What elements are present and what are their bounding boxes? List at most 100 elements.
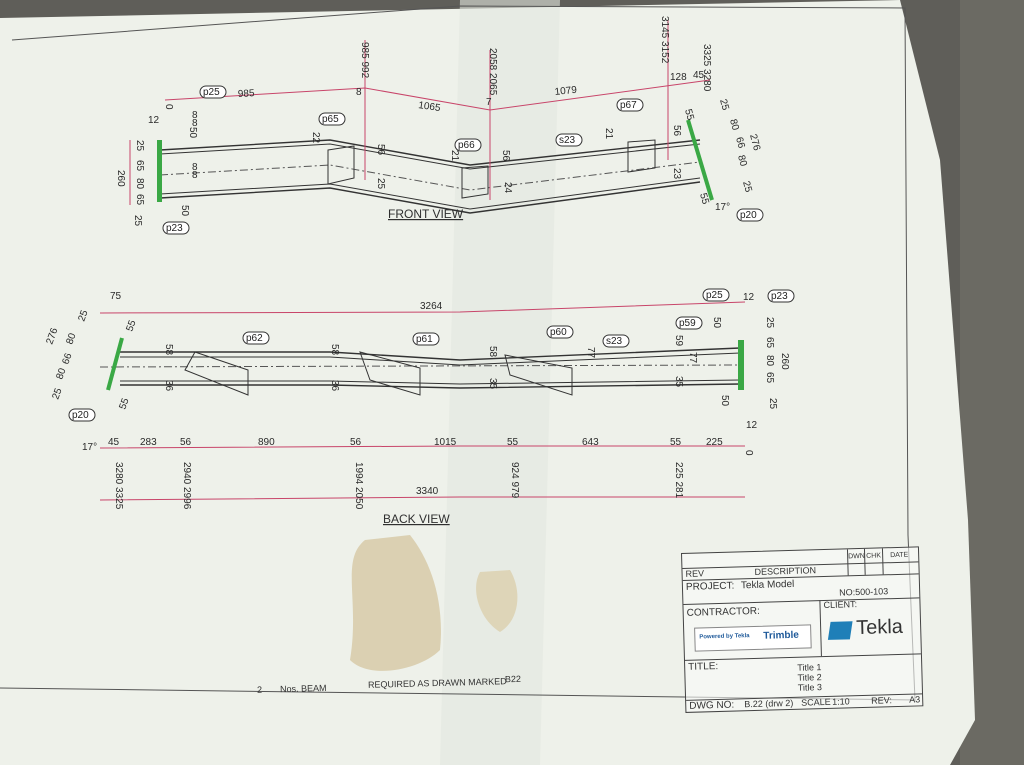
- beam-bottom-flange-inner: [120, 379, 741, 385]
- client-label: CLIENT:: [823, 599, 858, 611]
- dimension-label: 65: [134, 194, 145, 206]
- part-tag-bubble: [767, 289, 795, 303]
- stiffener-plate: [627, 139, 656, 173]
- part-tag: p20: [72, 410, 89, 421]
- dwg-no: B.22 (drw 2): [744, 697, 794, 710]
- tekla-logo: Tekla: [855, 615, 904, 640]
- part-tag: p62: [246, 333, 263, 344]
- dimension-label: 50: [179, 205, 190, 217]
- dimension-line: [99, 301, 746, 314]
- dimension-label: 225 281: [673, 462, 684, 499]
- dimension-label: 77: [687, 352, 698, 364]
- dimension-label: 58: [329, 344, 340, 356]
- dimension-label: 643: [582, 437, 599, 448]
- project-value: Tekla Model: [740, 578, 795, 592]
- dimension-label: 8: [192, 162, 198, 173]
- beam-centerline: [159, 161, 701, 191]
- dwn-label: DWN: [848, 552, 865, 561]
- dimension-label: 3264: [420, 301, 443, 312]
- rev-field-label: REV:: [871, 695, 893, 706]
- dimension-label: 55: [507, 437, 519, 448]
- dimension-label: 25: [50, 386, 64, 401]
- rev-label: REV: [685, 568, 705, 579]
- dimension-label: 80: [134, 178, 145, 190]
- dimension-label: 80: [64, 331, 78, 346]
- dimension-label: 25: [717, 98, 731, 112]
- part-tag-bubble: [454, 138, 482, 152]
- dimension-label: 55: [670, 437, 682, 448]
- part-tag: p23: [166, 223, 183, 234]
- stiffener-plate: [461, 165, 489, 199]
- dimension-label: 1994 2050: [353, 462, 364, 510]
- dimension-label: 260: [779, 353, 790, 370]
- dimension-label: 24: [502, 182, 513, 194]
- dimension-label: 56: [671, 125, 682, 137]
- part-tag-bubble: [242, 331, 270, 345]
- dimension-label: 985: [238, 88, 256, 100]
- dimension-label: 890: [258, 437, 275, 448]
- dimension-label: 35: [673, 376, 684, 388]
- dimension-label: 55: [697, 192, 711, 206]
- dimension-label: 59: [673, 335, 684, 347]
- dimension-label: 3280 3325: [113, 462, 124, 510]
- part-tag: p65: [322, 114, 339, 125]
- part-tag: p23: [771, 291, 788, 302]
- dimension-label: 66: [60, 351, 74, 366]
- dimension-label: 75: [110, 291, 122, 302]
- dimension-label: 276: [747, 133, 762, 152]
- paper-fold: [440, 0, 560, 765]
- back-view-title: BACK VIEW: [383, 512, 450, 526]
- dimension-label: 45: [693, 70, 705, 81]
- part-tag-bubble: [318, 112, 346, 126]
- part-tag-bubble: [546, 325, 574, 339]
- dimension-label: 25: [764, 317, 775, 329]
- dwg-label: DWG NO:: [689, 699, 735, 712]
- part-tag: p61: [416, 334, 433, 345]
- stain: [350, 535, 441, 671]
- dimension-label: 25: [375, 178, 386, 190]
- description-label: DESCRIPTION: [754, 565, 817, 577]
- dimension-label: 65: [134, 160, 145, 172]
- part-tag-bubble: [68, 408, 96, 422]
- beam-bottom-flange: [159, 181, 701, 214]
- dimension-label: 80: [54, 366, 68, 381]
- dimension-label: 58: [163, 344, 174, 356]
- project-label: PROJECT:: [685, 580, 735, 593]
- dimension-line: [164, 79, 711, 111]
- part-tag-bubble: [412, 332, 440, 346]
- contractor-label: CONTRACTOR:: [686, 605, 760, 619]
- part-tag: p25: [706, 290, 723, 301]
- dimension-label: 80: [735, 154, 749, 168]
- part-tag-bubble: [602, 334, 630, 348]
- title-label: TITLE:: [688, 661, 719, 673]
- sheet-size: A3: [909, 694, 921, 705]
- dimension-label: 56: [500, 150, 511, 162]
- beam-top-flange: [159, 139, 701, 166]
- tekla-logo-icon: [827, 621, 853, 640]
- scale-value: 1:10: [832, 696, 850, 707]
- beam-bottom-flange: [120, 383, 741, 389]
- part-tag: p25: [203, 87, 220, 98]
- dimension-label: 7: [486, 97, 492, 108]
- dimension-label: 1015: [434, 437, 457, 448]
- end-plate: [157, 140, 162, 202]
- part-tag-bubble: [162, 221, 190, 235]
- dimension-label: 260: [115, 170, 126, 187]
- title-line-3: Title 3: [797, 682, 823, 693]
- dimension-label: 8: [192, 118, 198, 129]
- dimension-label: 55: [124, 318, 138, 333]
- dimension-label: 924 979: [509, 462, 520, 499]
- dimension-line: [99, 496, 745, 501]
- dimension-line: [99, 445, 745, 449]
- part-tag: p66: [458, 140, 475, 151]
- dimension-label: 3325 3280: [701, 44, 712, 92]
- no-value: 500-103: [855, 586, 889, 598]
- dimension-label: 56: [375, 144, 386, 156]
- dimension-label: 8: [192, 170, 198, 181]
- beam-top-flange: [120, 347, 741, 361]
- chk-label: CHK: [866, 552, 882, 560]
- part-tag: p20: [740, 210, 757, 221]
